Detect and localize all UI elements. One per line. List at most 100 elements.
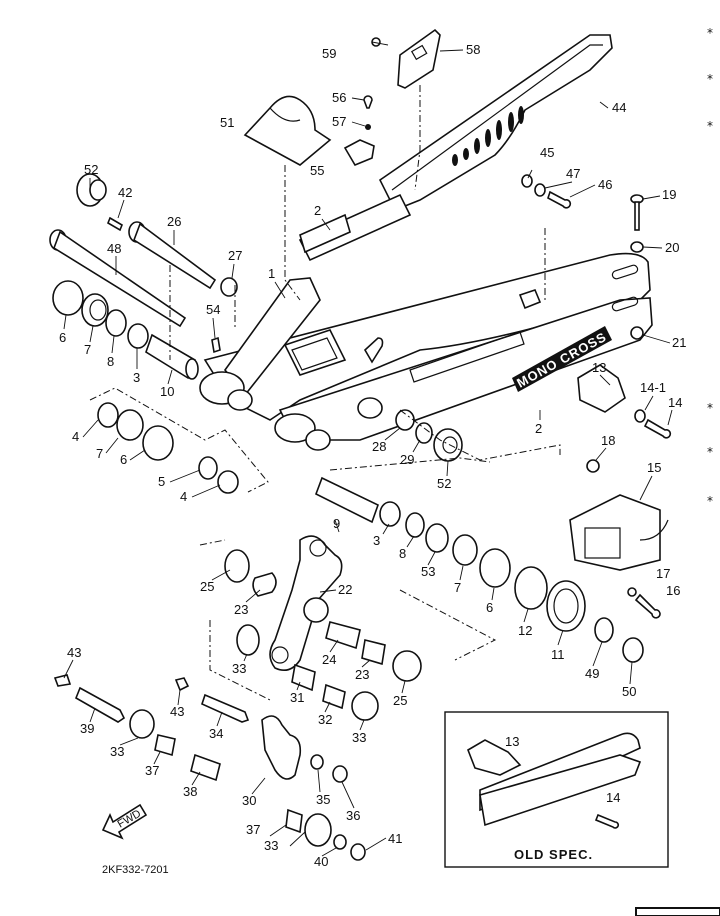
- bearing-4-a: [97, 402, 119, 428]
- bearing-4-b: [217, 470, 239, 494]
- bushing-37-b: [285, 808, 303, 834]
- label-12: 12: [518, 623, 532, 638]
- label-25-a: 25: [200, 579, 214, 594]
- collar-10: [145, 333, 199, 380]
- label-56: 56: [332, 90, 346, 105]
- label-52-right: 52: [437, 476, 451, 491]
- bolt-34: [201, 693, 250, 723]
- race-12: [514, 566, 548, 610]
- label-19: 19: [662, 187, 676, 202]
- label-54: 54: [206, 302, 220, 317]
- plate-58: [397, 28, 441, 89]
- label-39: 39: [80, 721, 94, 736]
- label-2-lower: 2: [535, 421, 542, 436]
- collar-33-b: [351, 691, 379, 721]
- seal-7-c: [452, 534, 478, 566]
- inset-label-14: 14: [606, 790, 620, 805]
- label-8-b: 8: [399, 546, 406, 561]
- label-16: 16: [666, 583, 680, 598]
- bushing-37-a: [154, 734, 176, 757]
- inset-label-13: 13: [505, 734, 519, 749]
- label-32: 32: [318, 712, 332, 727]
- bolt-16: [634, 593, 661, 619]
- label-59: 59: [322, 46, 336, 61]
- label-7-a: 7: [84, 342, 91, 357]
- seal-33-a: [236, 624, 260, 656]
- swingarm-frame: [199, 252, 653, 451]
- shaft-24: [325, 621, 361, 650]
- label-52-upper: 52: [84, 162, 98, 177]
- label-25-b: 25: [393, 693, 407, 708]
- label-14: 14: [668, 395, 682, 410]
- bolt-19: [630, 194, 644, 231]
- collar-9: [314, 476, 379, 524]
- collar-33-e: [304, 813, 332, 847]
- washer-20: [630, 241, 644, 253]
- collar-52-upper: [76, 173, 107, 207]
- label-43-a: 43: [67, 645, 81, 660]
- label-23-b: 23: [355, 667, 369, 682]
- marker-star: *: [707, 401, 713, 415]
- cap-6-b: [142, 425, 174, 461]
- label-11: 11: [551, 647, 565, 662]
- seal-7-b: [116, 409, 144, 441]
- collar-38: [190, 753, 221, 782]
- marker-star: *: [707, 494, 713, 508]
- bearing-11: [546, 580, 586, 632]
- bracket-51: [243, 95, 332, 166]
- label-51: 51: [220, 115, 234, 130]
- washer-57: [365, 124, 371, 130]
- label-4-b: 4: [180, 489, 187, 504]
- nut-41: [350, 843, 366, 861]
- label-33-c: 33: [110, 744, 124, 759]
- forward-arrow-text: FWD: [116, 808, 144, 831]
- nut-36: [332, 765, 348, 783]
- bolt-26: [128, 221, 217, 290]
- label-35: 35: [316, 792, 330, 807]
- label-22: 22: [338, 582, 352, 597]
- label-14-1: 14-1: [640, 380, 666, 395]
- label-29: 29: [400, 452, 414, 467]
- bolt-56: [363, 95, 373, 109]
- marker-star: *: [707, 26, 713, 40]
- label-20: 20: [665, 240, 679, 255]
- label-40: 40: [314, 854, 328, 869]
- marker-star: *: [707, 445, 713, 459]
- collar-35: [310, 754, 324, 770]
- label-21: 21: [672, 335, 686, 350]
- label-33-b: 33: [352, 730, 366, 745]
- label-50: 50: [622, 684, 636, 699]
- label-57: 57: [332, 114, 346, 129]
- guard-slots: [452, 106, 524, 166]
- clip-54: [211, 336, 221, 354]
- bearing-5: [198, 456, 218, 480]
- label-36: 36: [346, 808, 360, 823]
- label-47: 47: [566, 166, 580, 181]
- sticker-upper: [299, 213, 351, 254]
- seal-7-a: [81, 293, 109, 327]
- label-18: 18: [601, 433, 615, 448]
- clip-43-a: [53, 674, 72, 687]
- chain-guide-15: [569, 494, 669, 571]
- label-38: 38: [183, 784, 197, 799]
- label-10: 10: [160, 384, 174, 399]
- washer-8-b: [405, 512, 425, 538]
- old-spec-inset: 13 14 OLD SPEC.: [444, 711, 669, 868]
- bushing-23-a: [252, 572, 277, 597]
- bearing-3-a: [127, 323, 149, 349]
- label-27: 27: [228, 248, 242, 263]
- label-42: 42: [118, 185, 132, 200]
- bolt-46: [547, 190, 572, 209]
- label-2-upper: 2: [314, 203, 321, 218]
- label-4-a: 4: [72, 429, 79, 444]
- collar-52-right: [433, 428, 463, 462]
- label-30: 30: [242, 793, 256, 808]
- pivot-shaft-48: [49, 229, 187, 328]
- marker-star: *: [707, 119, 713, 133]
- label-58: 58: [466, 42, 480, 57]
- label-37-a: 37: [145, 763, 159, 778]
- grease-nipple-42: [107, 216, 123, 232]
- chain-guard: [298, 34, 613, 262]
- marker-star: *: [707, 72, 713, 86]
